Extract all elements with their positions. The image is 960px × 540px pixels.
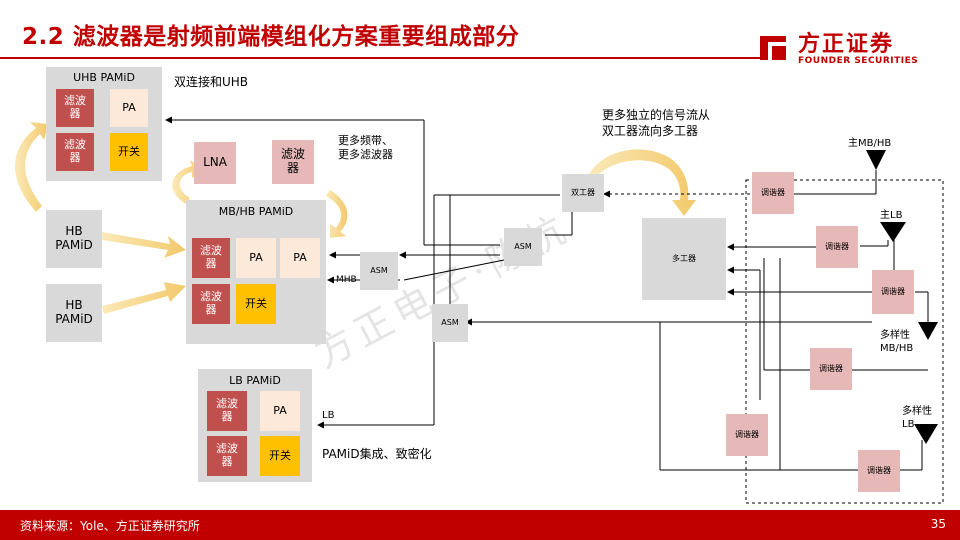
- antenna-div-mbhb-icon: [918, 322, 938, 340]
- tuner-1: 调谐器: [752, 172, 794, 214]
- uhb-filter-1: 滤波器: [56, 89, 94, 127]
- antenna-main-lb-icon: [880, 222, 906, 242]
- label-lb: LB: [322, 410, 335, 421]
- logo-name: 方正证券: [798, 32, 895, 57]
- tuner-6: 调谐器: [858, 450, 900, 492]
- label-antenna-main-lb: 主LB: [880, 210, 903, 221]
- brand-logo: 方正证券 FOUNDER SECURITIES: [752, 26, 922, 72]
- filter-block-top: 滤波器: [272, 140, 314, 184]
- tuner-5: 调谐器: [726, 414, 768, 456]
- lb-filter-2: 滤波器: [207, 436, 247, 476]
- mbhb-pa-1: PA: [236, 238, 276, 278]
- annotation-dual-connectivity: 双连接和UHB: [174, 75, 249, 89]
- asm-block-lower: ASM: [432, 304, 468, 342]
- title-rule: [0, 57, 760, 59]
- annotation-pamid-integration: PAMiD集成、致密化: [322, 447, 432, 461]
- uhb-filter-2: 滤波器: [56, 133, 94, 171]
- flow-arrow-hb1: [102, 232, 186, 258]
- tuner-2: 调谐器: [816, 226, 858, 268]
- uhb-pamid-title: UHB PAMiD: [73, 71, 135, 84]
- tuner-4: 调谐器: [810, 348, 852, 390]
- label-antenna-main-mbhb: 主MB/HB: [848, 138, 892, 149]
- flow-arrow-uhb: [15, 122, 48, 212]
- antenna-div-lb-icon: [914, 424, 938, 444]
- label-antenna-div-mbhb: 多样性 MB/HB: [880, 330, 914, 354]
- hb-pamid-module-2: HB PAMiD: [46, 284, 102, 342]
- tuner-3: 调谐器: [872, 270, 914, 314]
- multiplexer-block: 多工器: [642, 218, 726, 300]
- antenna-main-mbhb-icon: [866, 150, 886, 170]
- label-antenna-div-lb: 多样性 LB: [902, 406, 932, 430]
- annotation-more-bands: 更多频带、 更多滤波器: [338, 134, 393, 162]
- page-number: 35: [930, 517, 946, 531]
- lb-switch: 开关: [260, 436, 300, 476]
- mbhb-pamid-title: MB/HB PAMiD: [218, 205, 294, 218]
- logo-subtitle: FOUNDER SECURITIES: [798, 56, 919, 66]
- mbhb-filter-1: 滤波器: [192, 238, 230, 278]
- uhb-pa: PA: [110, 89, 148, 127]
- lb-filter-1: 滤波器: [207, 391, 247, 431]
- lna-block: LNA: [194, 142, 236, 184]
- lb-pamid-title: LB PAMiD: [229, 374, 281, 387]
- mbhb-filter-2: 滤波器: [192, 284, 230, 324]
- logo-mark-icon: [760, 36, 786, 60]
- flow-arrow-signal: [588, 149, 696, 216]
- flow-arrow-filter: [326, 190, 348, 238]
- hb-pamid-module-1: HB PAMiD: [46, 210, 102, 268]
- annotation-signal-flow: 更多独立的信号流从 双工器流向多工器: [602, 108, 711, 138]
- mbhb-switch: 开关: [236, 284, 276, 324]
- lb-pa: PA: [260, 391, 300, 431]
- source-note: 资料来源：Yole、方正证券研究所: [20, 519, 200, 533]
- page-title: 2.2 滤波器是射频前端模组化方案重要组成部分: [22, 24, 520, 50]
- flow-arrow-hb2: [102, 282, 186, 314]
- footer-bar: 资料来源：Yole、方正证券研究所 35: [0, 510, 960, 540]
- diplexer-block: 双工器: [562, 174, 604, 212]
- mbhb-pa-2: PA: [280, 238, 320, 278]
- asm-block-center: ASM: [504, 228, 542, 266]
- label-mhb: MHB: [336, 275, 357, 285]
- asm-block-mhb: ASM: [360, 252, 398, 290]
- uhb-switch: 开关: [110, 133, 148, 171]
